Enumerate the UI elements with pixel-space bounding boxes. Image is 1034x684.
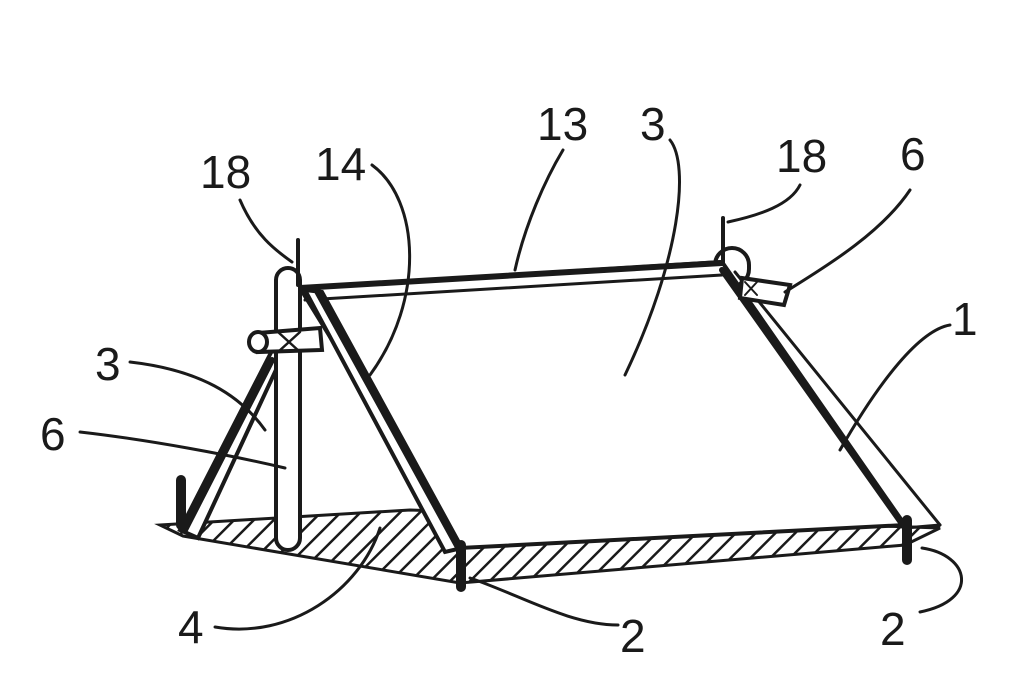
ground-stakes bbox=[176, 475, 912, 592]
label-4: 4 bbox=[178, 601, 204, 653]
label-6-right: 6 bbox=[900, 128, 926, 180]
ridge-pole bbox=[297, 260, 725, 302]
label-2-center: 2 bbox=[620, 610, 646, 662]
label-2-right: 2 bbox=[880, 603, 906, 655]
label-18-left: 18 bbox=[200, 146, 251, 198]
leader-lines bbox=[78, 138, 963, 631]
right-crossbar bbox=[737, 275, 793, 308]
label-3-top: 3 bbox=[640, 98, 666, 150]
label-3-left: 3 bbox=[95, 338, 121, 390]
front-pole bbox=[247, 238, 325, 552]
reference-numerals: 18 14 13 3 18 6 1 3 6 4 2 2 bbox=[40, 98, 978, 662]
label-6-left: 6 bbox=[40, 408, 66, 460]
label-18-right: 18 bbox=[776, 130, 827, 182]
label-14: 14 bbox=[315, 138, 366, 190]
label-1: 1 bbox=[952, 293, 978, 345]
label-13: 13 bbox=[537, 98, 588, 150]
